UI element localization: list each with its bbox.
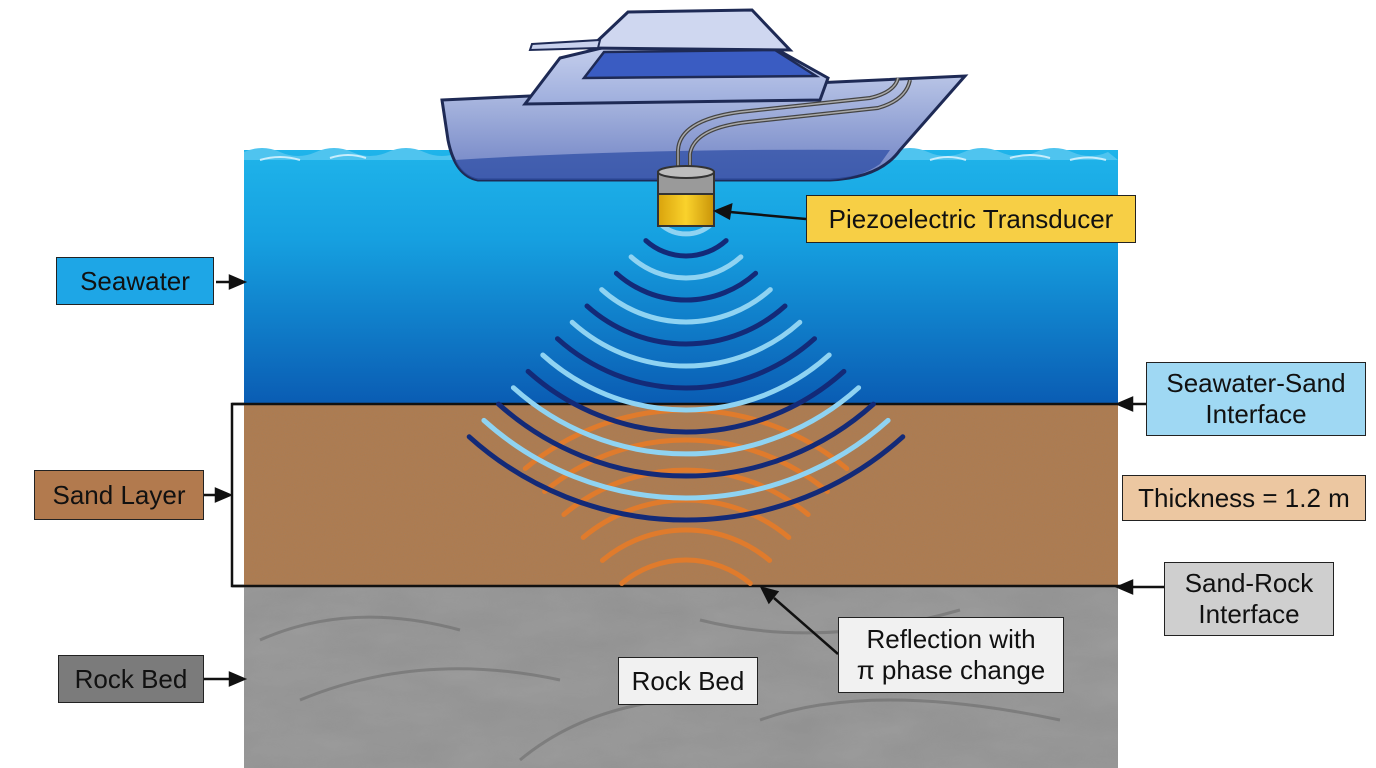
sand-layer-region	[244, 404, 1118, 586]
incident-wave-arc	[643, 238, 729, 259]
rock-bed-center-label: Rock Bed	[618, 657, 758, 705]
incident-wave-arc	[525, 368, 847, 435]
cable-icon	[676, 77, 912, 172]
pointer-arrows	[204, 203, 1164, 687]
incident-wave-arc	[540, 352, 832, 413]
incident-wave-arc	[510, 385, 862, 457]
incident-wave-arc	[628, 254, 744, 281]
incident-wave-arc	[569, 319, 803, 369]
reflection-label: Reflection with π phase change	[838, 617, 1064, 693]
incident-wave-arc	[481, 417, 891, 501]
incident-wave-arc	[613, 270, 759, 303]
reflected-wave-arc	[599, 527, 773, 563]
incident-waves	[466, 221, 906, 523]
transducer-label: Piezoelectric Transducer	[806, 195, 1136, 243]
reflected-wave-arc	[619, 557, 753, 586]
incident-wave-arc	[496, 401, 876, 479]
incident-wave-arc	[658, 221, 714, 237]
sand-layer-bracket	[230, 402, 244, 588]
incident-wave-arc	[466, 434, 906, 523]
sand-rock-interface-label: Sand-Rock Interface	[1164, 562, 1334, 636]
rock-bed-side-label: Rock Bed	[58, 655, 204, 703]
seawater-sand-interface-label: Seawater-Sand Interface	[1146, 362, 1366, 436]
incident-wave-arc	[584, 303, 788, 347]
transducer-icon	[657, 165, 715, 227]
incident-wave-arc	[555, 336, 817, 391]
boat-icon	[440, 8, 969, 182]
sand-layer-label: Sand Layer	[34, 470, 204, 520]
thickness-label: Thickness = 1.2 m	[1122, 475, 1366, 521]
seawater-label: Seawater	[56, 257, 214, 305]
reflected-wave-arc	[561, 467, 811, 517]
reflected-wave-arc	[542, 437, 830, 494]
incident-wave-arc	[599, 287, 773, 325]
